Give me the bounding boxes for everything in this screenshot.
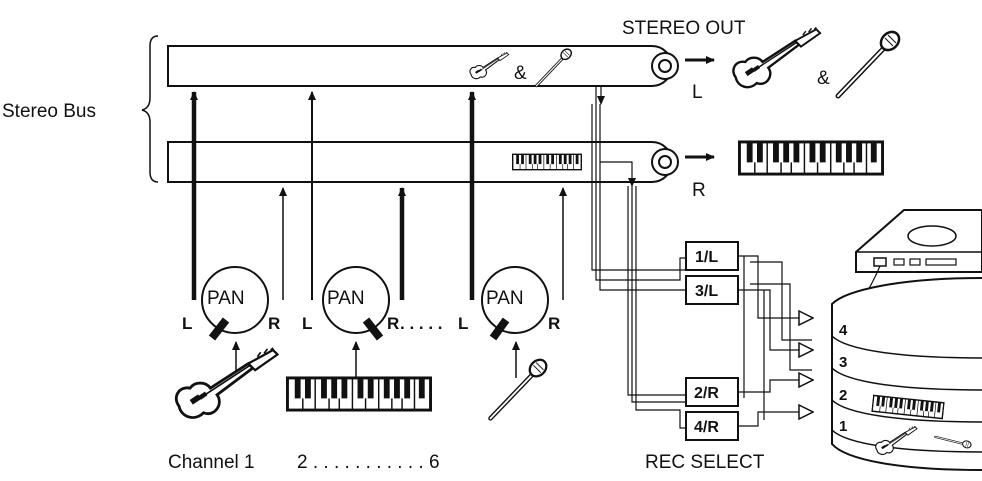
out-l-label: L: [692, 82, 703, 103]
pan-l-label: L: [458, 314, 468, 333]
track-number: 4: [839, 322, 848, 339]
stereo-bus-bracket: [141, 35, 159, 183]
pan-r-label: R: [548, 314, 560, 333]
svg-text:4/R: 4/R: [694, 419, 719, 436]
keyboard-icon: [512, 153, 582, 171]
output-jack-icon: [651, 148, 679, 176]
bus-left-bar: [167, 45, 673, 87]
stereo-bus-label: Stereo Bus: [2, 101, 96, 122]
guitar-icon: [731, 25, 822, 89]
channel-1-label: Channel 1: [168, 452, 255, 473]
out-r-label: R: [692, 180, 706, 201]
track-number: 2: [839, 387, 847, 404]
rec-select-1l-button[interactable]: 1/L: [685, 241, 739, 271]
keyboard-icon: [286, 376, 432, 412]
rec-select-2r-button[interactable]: 2/R: [685, 377, 739, 407]
microphone-icon: [838, 28, 903, 96]
pan-l-label: L: [182, 314, 192, 333]
rec-select-3l-button[interactable]: 3/L: [685, 275, 739, 305]
pan-label: PAN: [486, 288, 524, 309]
guitar-icon: [174, 346, 280, 420]
pan-dots: . . . . .: [400, 314, 443, 333]
pan-knob-icon: [322, 266, 390, 341]
stereo-out-label: STEREO OUT: [622, 18, 746, 39]
pan-r-label: R: [268, 314, 280, 333]
pan-knob-icon: [201, 266, 269, 341]
pan-r-label: R: [387, 314, 399, 333]
pan-label: PAN: [327, 288, 365, 309]
microphone-icon: [490, 356, 549, 418]
pan-knob-icon: [481, 266, 549, 341]
pan-l-label: L: [302, 314, 312, 333]
multitrack-recorder-icon: [831, 209, 982, 471]
rec-select-label: REC SELECT: [645, 452, 765, 473]
track-number: 1: [839, 418, 847, 435]
track-number: 3: [839, 354, 847, 371]
pan-label: PAN: [207, 288, 245, 309]
output-jack-icon: [651, 52, 679, 80]
channel-range-label: 2 . . . . . . . . . . . 6: [297, 452, 440, 473]
svg-text:2/R: 2/R: [694, 385, 719, 402]
out-ampersand: &: [817, 68, 830, 89]
svg-text:1/L: 1/L: [695, 249, 718, 266]
rec-select-4r-button[interactable]: 4/R: [685, 411, 739, 441]
keyboard-icon: [738, 140, 884, 176]
bus-ampersand: &: [514, 63, 527, 84]
svg-text:3/L: 3/L: [695, 283, 718, 300]
